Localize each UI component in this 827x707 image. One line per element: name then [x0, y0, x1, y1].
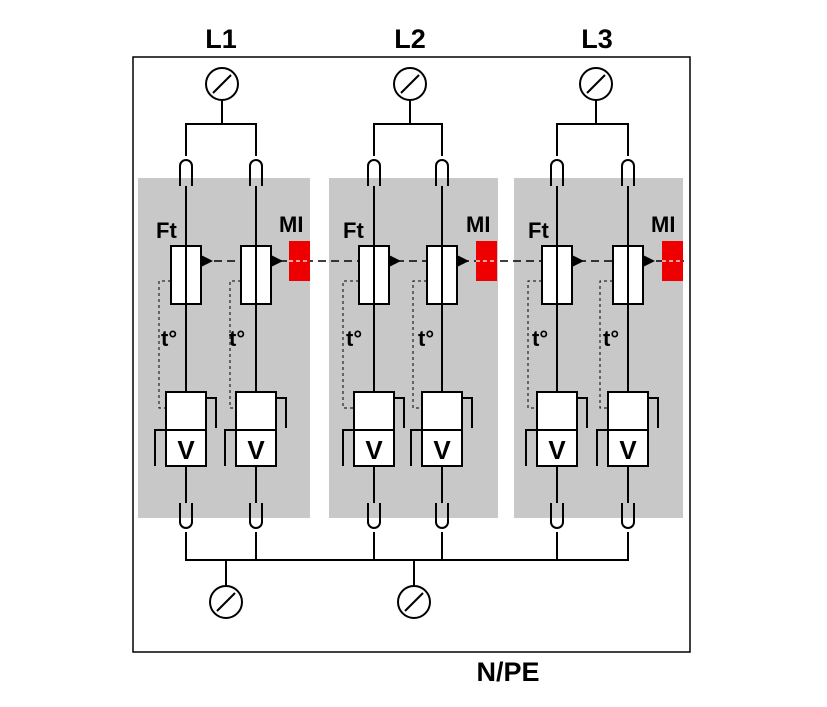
phase-0-branch-0-varistor-label: V — [177, 435, 195, 465]
phase-1-branch-0-varistor-upper — [353, 391, 395, 431]
phase-2-branch-0-varistor-label: V — [548, 435, 566, 465]
phase-0-terminal-icon-slash — [212, 74, 232, 94]
phase-2-branch-0-thermal-link — [527, 280, 542, 409]
thermal-label-l3-b: t° — [603, 326, 619, 351]
phase-2-branch-0-varistor-bracket-left — [525, 429, 537, 466]
thermal-label-l2-b: t° — [418, 326, 434, 351]
phase-0-branch-1-fuse-arrow — [271, 255, 283, 267]
phase-2-branch-1-varistor-icon — [607, 429, 649, 467]
phase-1-branch-0-plug-top-icon — [367, 159, 381, 186]
phase-1-bottom-bus — [373, 532, 443, 561]
phase-0-branch-0-varistor-bracket-right — [205, 392, 217, 428]
phase-2-branch-0-varistor-bracket-right — [576, 392, 588, 428]
phase-2-top-bus — [556, 123, 629, 156]
phase-2-branch-1-varistor-bracket-left — [596, 429, 608, 466]
phase-2-branch-1-fuse-arrow — [643, 255, 655, 267]
bottom-label: N/PE — [476, 657, 539, 687]
phase-1-branch-1-varistor-icon — [421, 429, 463, 467]
phase-1-branch-1-varistor-bracket-right — [461, 392, 473, 428]
npe-terminal-1-icon-slash — [216, 592, 236, 612]
phase-0-bottom-bus — [185, 532, 257, 561]
indicator-label-l2: MI — [466, 212, 490, 237]
phase-1-terminal-icon-slash — [400, 74, 420, 94]
phase-label-l1: L1 — [205, 24, 237, 54]
phase-1-branch-0-varistor-label: V — [365, 435, 383, 465]
phase-2-branch-0-fuse-arrow — [572, 255, 584, 267]
fuse-label-l3: Ft — [528, 218, 549, 243]
phase-1-branch-0-varistor-bracket-right — [393, 392, 405, 428]
phase-1-branch-1-varistor-upper — [421, 391, 463, 431]
phase-0-branch-1-thermal-link — [229, 280, 241, 409]
phase-2-branch-1-varistor-bracket-right — [647, 392, 659, 428]
phase-0-branch-0-varistor-upper — [165, 391, 207, 431]
phase-label-l2: L2 — [394, 24, 426, 54]
phase-1-branch-0-thermal-link — [342, 280, 359, 409]
phase-2-branch-1-plug-bottom-icon — [621, 503, 635, 529]
thermal-label-l1-a: t° — [161, 326, 177, 351]
phase-0-branch-0-plug-top-icon — [179, 159, 193, 186]
phase-1-branch-0-fuse-arrow — [389, 255, 401, 267]
phase-0-branch-1-varistor-bracket-right — [275, 392, 287, 428]
phase-2-bottom-bus — [556, 532, 629, 561]
indicator-label-l3: MI — [651, 212, 675, 237]
phase-0-branch-1-varistor-upper — [235, 391, 277, 431]
phase-0-branch-0-varistor-bracket-left — [154, 429, 166, 466]
phase-2-terminal-icon-slash — [586, 74, 606, 94]
thermal-label-l2-a: t° — [346, 326, 362, 351]
phase-2-branch-1-plug-top-icon — [621, 159, 635, 186]
phase-0-branch-1-varistor-bracket-left — [224, 429, 236, 466]
phase-1-branch-1-plug-bottom-icon — [435, 503, 449, 529]
phase-1-branch-0-plug-bottom-icon — [367, 503, 381, 529]
phase-2-branch-0-varistor-upper — [536, 391, 578, 431]
phase-label-l3: L3 — [581, 24, 613, 54]
phase-1-branch-1-varistor-bracket-left — [410, 429, 422, 466]
phase-2-branch-0-plug-top-icon — [550, 159, 564, 186]
phase-2-branch-0-plug-bottom-icon — [550, 503, 564, 529]
phase-0-branch-0-plug-bottom-icon — [179, 503, 193, 529]
thermal-label-l3-a: t° — [532, 326, 548, 351]
phase-0-branch-1-plug-top-icon — [249, 159, 263, 186]
phase-0-branch-1-plug-bottom-icon — [249, 503, 263, 529]
indicator-label-l1: MI — [279, 212, 303, 237]
phase-0-branch-1-varistor-label: V — [247, 435, 265, 465]
phase-2-branch-1-varistor-upper — [607, 391, 649, 431]
phase-1-branch-1-varistor-label: V — [433, 435, 451, 465]
phase-1-branch-1-fuse-arrow — [457, 255, 469, 267]
phase-1-branch-1-plug-top-icon — [435, 159, 449, 186]
phase-0-top-bus — [185, 123, 257, 156]
thermal-label-l1-b: t° — [229, 326, 245, 351]
phase-1-top-bus — [373, 123, 443, 156]
phase-2-branch-1-thermal-link — [599, 280, 613, 409]
fuse-label-l2: Ft — [343, 218, 364, 243]
phase-1-branch-0-varistor-icon — [353, 429, 395, 467]
phase-2-branch-1-varistor-label: V — [619, 435, 637, 465]
phase-0-branch-0-fuse-arrow — [201, 255, 213, 267]
phase-1-branch-1-thermal-link — [412, 280, 427, 409]
phase-1-branch-0-varistor-bracket-left — [342, 429, 354, 466]
npe-terminal-2-icon-slash — [404, 592, 424, 612]
phase-0-branch-0-thermal-link — [158, 280, 171, 409]
enclosure-outline — [132, 56, 691, 653]
fuse-label-l1: Ft — [156, 218, 177, 243]
